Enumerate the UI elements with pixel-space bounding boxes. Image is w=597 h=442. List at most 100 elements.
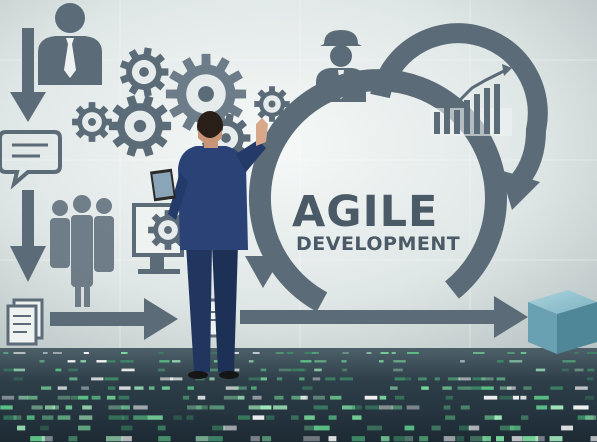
floor-light bbox=[379, 405, 394, 410]
bar-chart-icon bbox=[430, 64, 512, 136]
down-arrow-icon bbox=[10, 28, 46, 122]
floor-light bbox=[314, 360, 327, 363]
floor-light bbox=[260, 377, 267, 381]
headline-line1: AGILE bbox=[292, 187, 438, 237]
floor-light bbox=[173, 415, 182, 420]
floor-light bbox=[405, 436, 414, 442]
floor-light bbox=[158, 436, 171, 442]
floor-light bbox=[121, 436, 132, 442]
floor-light bbox=[209, 405, 225, 410]
floor-light bbox=[286, 352, 294, 354]
floor-light bbox=[456, 436, 465, 442]
floor-light bbox=[421, 386, 429, 390]
floor-light bbox=[481, 377, 494, 381]
floor-light bbox=[312, 377, 321, 381]
floor-light bbox=[520, 352, 527, 354]
floor-light bbox=[158, 368, 166, 372]
headline-line2: DEVELOPMENT bbox=[296, 233, 460, 255]
floor-light bbox=[225, 386, 239, 390]
floor-light bbox=[574, 352, 579, 354]
floor-light bbox=[380, 352, 389, 354]
floor-light bbox=[562, 360, 576, 363]
floor-light bbox=[234, 352, 239, 354]
floor-light bbox=[147, 415, 163, 420]
floor-light bbox=[68, 368, 78, 372]
floor-light bbox=[0, 405, 13, 410]
floor-light bbox=[312, 352, 319, 354]
floor-light bbox=[262, 436, 272, 442]
floor-light bbox=[248, 360, 254, 363]
documents-icon bbox=[6, 298, 44, 346]
floor-light bbox=[328, 415, 337, 420]
floor-light bbox=[121, 425, 133, 431]
floor-light bbox=[52, 352, 62, 354]
floor-light bbox=[3, 368, 16, 372]
floor-light bbox=[39, 360, 45, 363]
floor-light bbox=[158, 352, 164, 354]
floor-light bbox=[57, 386, 67, 390]
floor-light bbox=[69, 377, 78, 381]
floor-light bbox=[391, 352, 396, 354]
floor-light bbox=[182, 395, 190, 400]
floor-light bbox=[31, 405, 43, 410]
floor-light bbox=[67, 360, 76, 363]
floor-light bbox=[341, 360, 347, 363]
floor-light bbox=[70, 395, 79, 400]
floor-light bbox=[260, 405, 272, 410]
floor-light bbox=[442, 386, 452, 390]
floor-light bbox=[276, 377, 283, 381]
floor-light bbox=[367, 425, 383, 431]
floor-light bbox=[484, 415, 498, 420]
gear-icon bbox=[165, 53, 247, 135]
gear-icon bbox=[148, 210, 188, 250]
floor-light bbox=[107, 386, 116, 390]
floor-glow-pattern bbox=[0, 352, 597, 442]
floor-light bbox=[573, 405, 589, 410]
floor-light bbox=[483, 395, 498, 400]
floor-light bbox=[379, 360, 384, 363]
floor-light bbox=[260, 368, 267, 372]
floor-light bbox=[434, 377, 440, 381]
floor-light bbox=[187, 386, 194, 390]
floor-light bbox=[234, 386, 247, 390]
floor-light bbox=[590, 436, 597, 442]
floor-light bbox=[443, 436, 456, 442]
floor-light bbox=[366, 352, 372, 354]
floor-light bbox=[472, 377, 486, 381]
floor-light bbox=[299, 377, 305, 381]
floor-light bbox=[55, 368, 62, 372]
floor-light bbox=[507, 386, 516, 390]
process-arrow-icon bbox=[240, 296, 528, 338]
businessman-icon bbox=[38, 3, 102, 85]
floor-light bbox=[351, 405, 362, 410]
cube-icon bbox=[528, 290, 597, 354]
floor-light bbox=[30, 436, 45, 442]
floor-light bbox=[304, 425, 319, 431]
floor-light bbox=[80, 360, 86, 363]
floor-light bbox=[379, 395, 387, 400]
floor-light bbox=[339, 377, 353, 381]
floor-light bbox=[300, 395, 308, 400]
floor-light bbox=[91, 377, 104, 381]
floor-light bbox=[585, 415, 597, 420]
circular-arrow-icon bbox=[248, 69, 507, 312]
floor-light bbox=[561, 425, 573, 431]
floor-light bbox=[394, 377, 405, 381]
floor-light bbox=[208, 368, 218, 372]
floor-light bbox=[380, 436, 390, 442]
floor-light bbox=[351, 436, 365, 442]
floor-light bbox=[83, 352, 89, 354]
floor-light bbox=[468, 425, 480, 431]
floor-light bbox=[291, 395, 307, 400]
floor-light bbox=[210, 352, 222, 354]
floor-light bbox=[42, 352, 48, 354]
floor-light bbox=[520, 395, 527, 400]
small-circular-arrow-head bbox=[500, 170, 540, 210]
floor-light bbox=[121, 368, 135, 372]
floor-light bbox=[121, 415, 129, 420]
floor-light bbox=[509, 360, 523, 363]
floor-light bbox=[418, 377, 427, 381]
floor-light bbox=[148, 386, 155, 390]
